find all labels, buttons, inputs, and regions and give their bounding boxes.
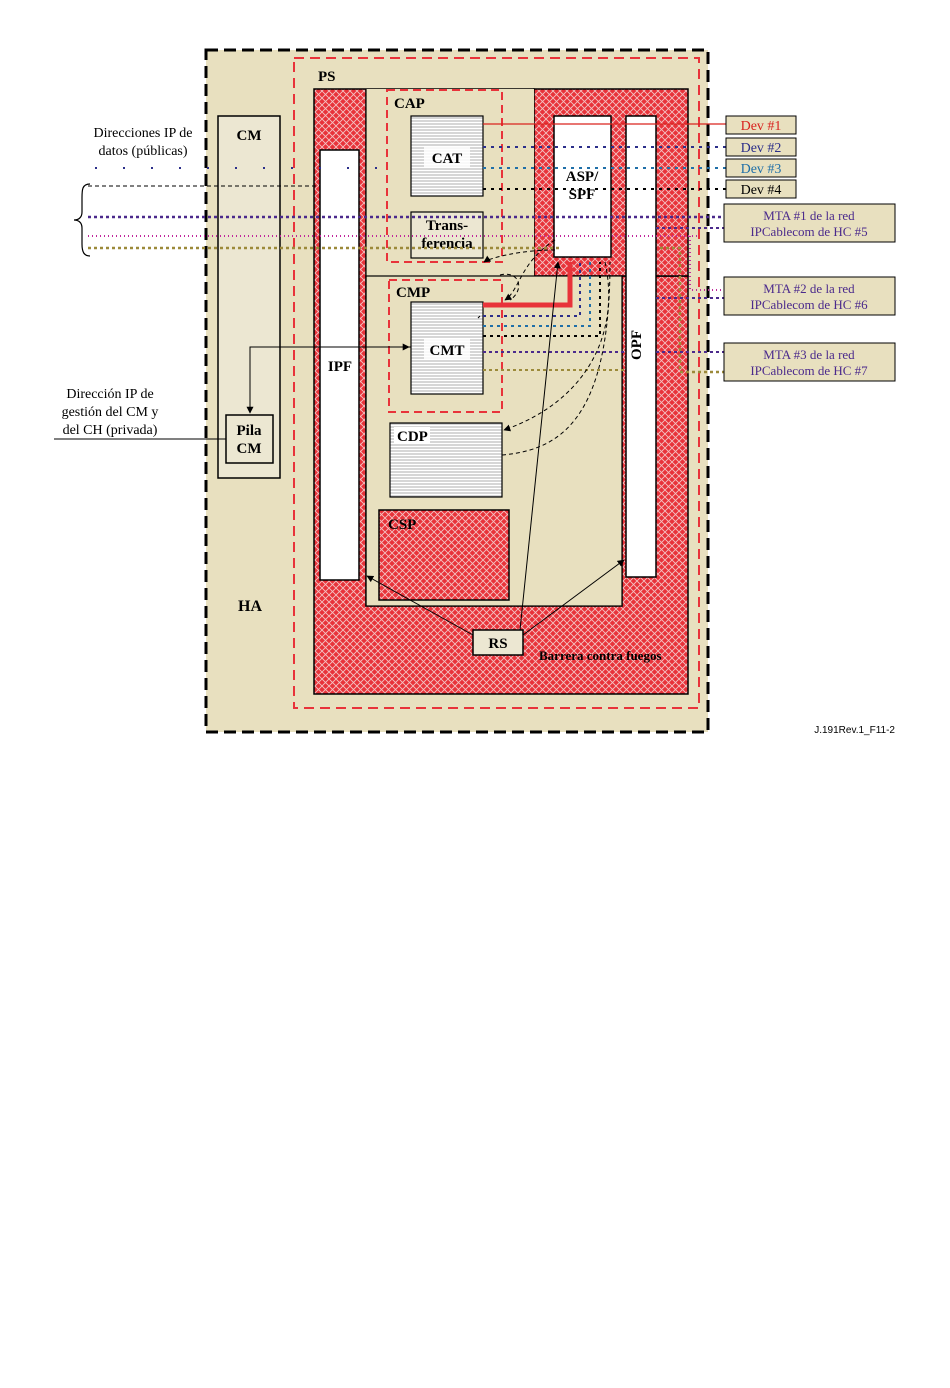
- dev2-label: Dev #2: [741, 141, 782, 156]
- mgmt-ip-text-3: del CH (privada): [63, 423, 158, 438]
- transferencia-box: [410, 211, 484, 259]
- pila-cm-label: CM: [237, 441, 262, 457]
- cmt-teal-path: [483, 262, 591, 327]
- mta1-box: [723, 203, 896, 243]
- mta2-line1: MTA #2 de la red: [763, 281, 855, 296]
- cmt-blue-path: [483, 262, 581, 317]
- ha-label: HA: [238, 598, 262, 615]
- cap-label: CAP: [394, 96, 425, 112]
- rs-label: RS: [488, 636, 507, 652]
- mgmt-ip-text-2: gestión del CM y: [62, 405, 159, 420]
- trans-label-2: ferencia: [421, 236, 473, 252]
- dev4-box: [725, 179, 797, 199]
- dev3-box: [725, 158, 797, 178]
- rs-to-opf-arrow: [522, 559, 625, 636]
- figure-code: J.191Rev.1_F11-2: [814, 725, 895, 736]
- cap-box: [386, 89, 503, 263]
- opf-label: OPF: [629, 330, 645, 360]
- dev3-label: Dev #3: [741, 162, 782, 177]
- mta2-line2: IPCablecom de HC #6: [750, 297, 868, 312]
- cmt-red-path: [483, 262, 573, 308]
- ipf-bar: [319, 149, 360, 581]
- mta3-box: [723, 342, 896, 382]
- csp-box: [378, 509, 510, 601]
- dev1-box: [725, 115, 797, 135]
- asp-to-cmp-dash-arrow: [504, 239, 556, 301]
- cap-loop-dash: [499, 273, 520, 301]
- rs-box: [472, 629, 524, 656]
- mta1-line2: IPCablecom de HC #5: [750, 224, 867, 239]
- dev2-box: [725, 137, 797, 157]
- pila-label: Pila: [237, 423, 262, 439]
- cdp-label: CDP: [397, 429, 428, 445]
- mta1-line1: MTA #1 de la red: [763, 208, 855, 223]
- mta3-line2: IPCablecom de HC #7: [750, 363, 868, 378]
- mgmt-ip-text-1: Dirección IP de: [66, 387, 153, 402]
- asp-spf-box: [553, 115, 612, 258]
- opf-bar: [625, 115, 657, 578]
- mta3-line1: MTA #3 de la red: [763, 347, 855, 362]
- dev4-label: Dev #4: [741, 183, 782, 198]
- csp-label: CSP: [388, 517, 416, 533]
- asp-to-cap-dash-arrow: [483, 249, 556, 263]
- asp-label-2: SPF: [569, 187, 596, 203]
- rs-to-asp-arrow: [519, 261, 561, 631]
- ipf-label: IPF: [328, 359, 352, 375]
- asp-label-1: ASP/: [566, 169, 599, 185]
- cdp-to-asp-dash: [501, 261, 611, 456]
- cm-label: CM: [237, 128, 262, 144]
- mta2-box: [723, 276, 896, 316]
- asp-to-cdp-dash-arrow: [503, 261, 610, 432]
- cat-label: CAT: [432, 151, 463, 167]
- left-brace: [73, 183, 91, 257]
- ps-frame: [293, 57, 700, 709]
- ps-label: PS: [318, 69, 336, 85]
- dev1-label: Dev #1: [741, 119, 782, 134]
- public-ip-text-2: datos (públicas): [98, 144, 187, 159]
- cmp-box: [388, 279, 503, 413]
- firewall-label: Barrera contra fuegos: [539, 648, 662, 663]
- trans-label-1: Trans-: [426, 218, 468, 234]
- public-ip-text-1: Direcciones IP de: [94, 126, 193, 141]
- cmt-label: CMT: [430, 343, 465, 359]
- cmp-label: CMP: [396, 285, 430, 301]
- rs-to-ipf-arrow: [366, 575, 474, 636]
- pila-cm-box: [225, 414, 274, 464]
